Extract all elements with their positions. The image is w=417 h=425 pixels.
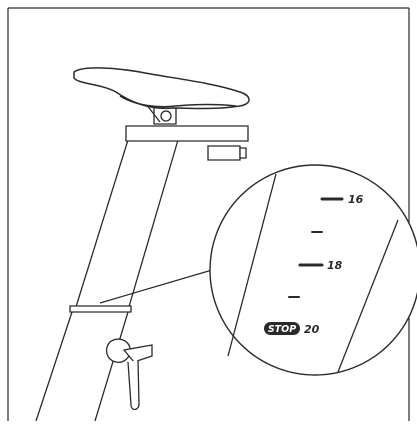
seat-clamp [125,100,249,161]
zoom-callout: 16 18 STOP 20 [209,164,417,376]
saddle [73,67,250,110]
scale-label-16: 16 [348,193,364,206]
scale-label-20: 20 [304,323,320,336]
seat-post [35,139,179,422]
stop-badge [264,322,300,335]
diagram-border [7,7,410,421]
callout-leader-line [99,269,213,304]
scale-label-18: 18 [327,259,343,272]
stop-label: STOP [268,324,296,335]
